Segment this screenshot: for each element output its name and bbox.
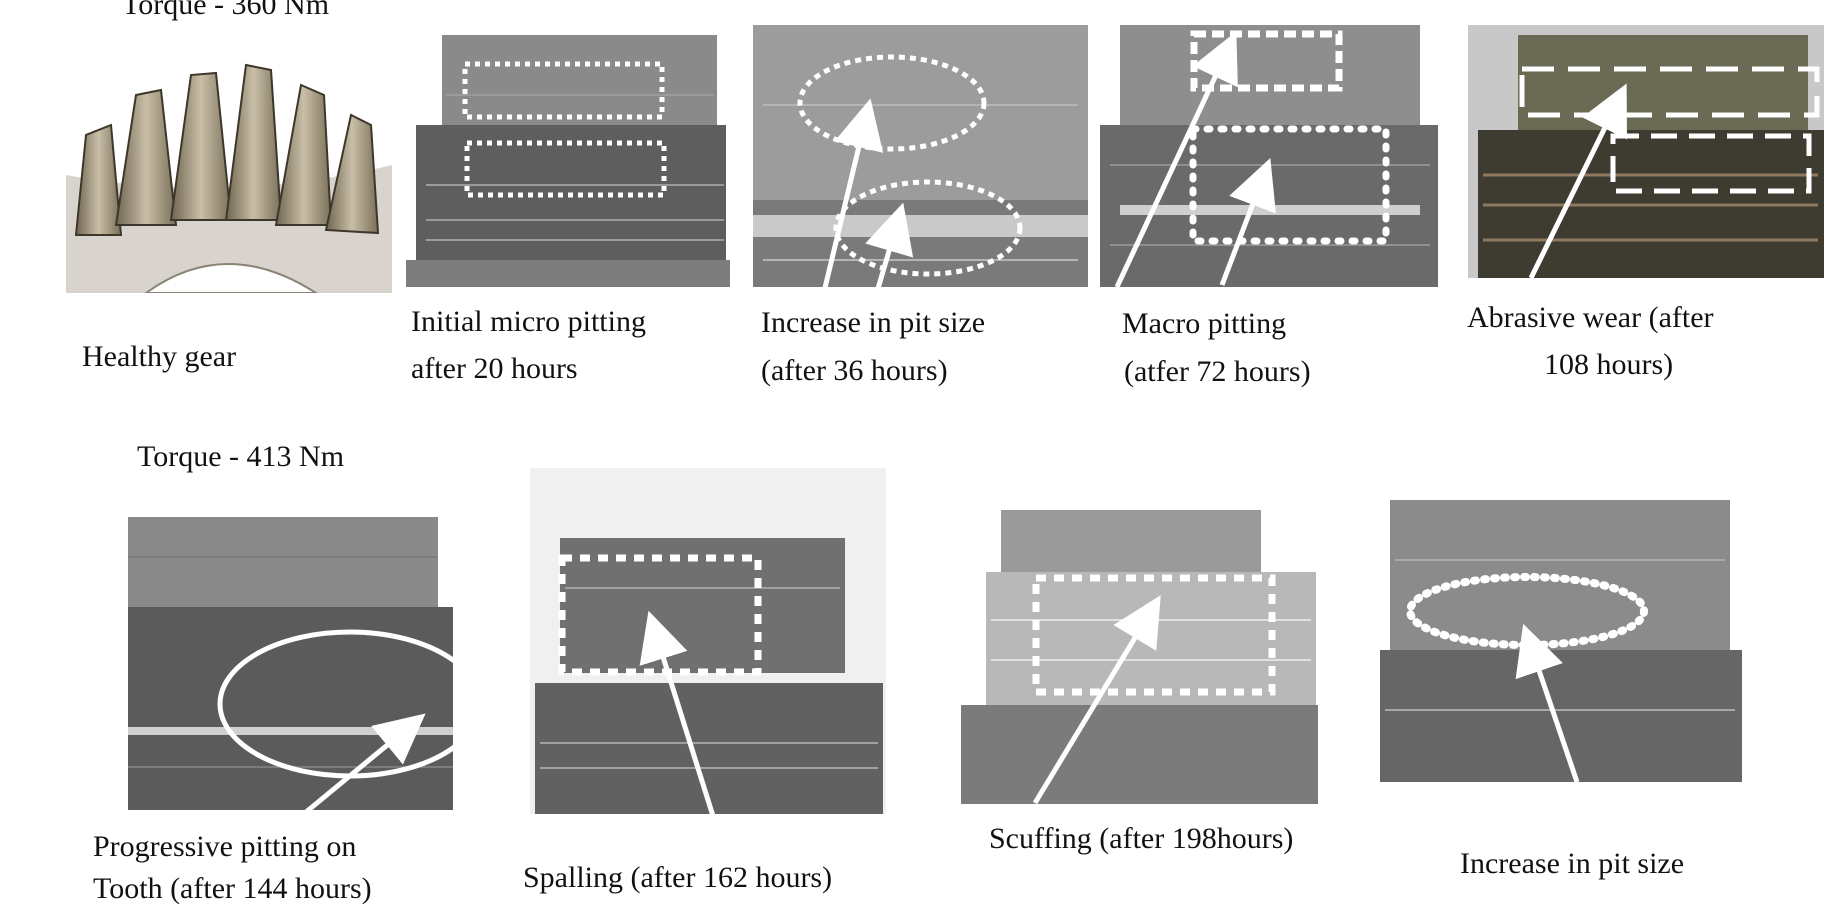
progressive-pitting-image [128,517,486,810]
caption-micro-pitting-line2: after 20 hours [411,352,578,385]
caption-pit-size-row2: Increase in pit size [1460,847,1685,880]
healthy-gear-image [66,55,392,293]
micro-pitting-image [406,35,730,287]
caption-spalling: Spalling (after 162 hours) [523,861,833,894]
caption-abrasive-wear-line2: 108 hours) [1544,348,1674,381]
torque-label-row2: Torque - 413 Nm [137,440,345,473]
spalling-image [530,468,886,814]
caption-micro-pitting-line1: Initial micro pitting [411,305,646,338]
abrasive-wear-image [1468,25,1824,278]
caption-macro-pitting-line1: Macro pitting [1122,307,1287,340]
caption-scuffing: Scuffing (after 198hours) [989,822,1294,855]
pit-size-row2-image [1380,500,1742,782]
caption-progressive-pitting-line2: Tooth (after 144 hours) [93,872,372,905]
caption-pit-size-36h-line1: Increase in pit size [761,306,986,339]
macro-pitting-image [1100,25,1438,287]
caption-pit-size-36h-line2: (after 36 hours) [761,354,948,387]
caption-macro-pitting-line2: (atfer 72 hours) [1124,355,1311,388]
torque-label-row1: Torque - 360 Nm [122,0,330,21]
caption-progressive-pitting-line1: Progressive pitting on [93,830,357,863]
scuffing-image [961,510,1318,804]
caption-healthy-gear: Healthy gear [82,340,237,373]
pit-size-36h-image [753,25,1088,287]
caption-abrasive-wear-line1: Abrasive wear (after [1467,301,1714,334]
